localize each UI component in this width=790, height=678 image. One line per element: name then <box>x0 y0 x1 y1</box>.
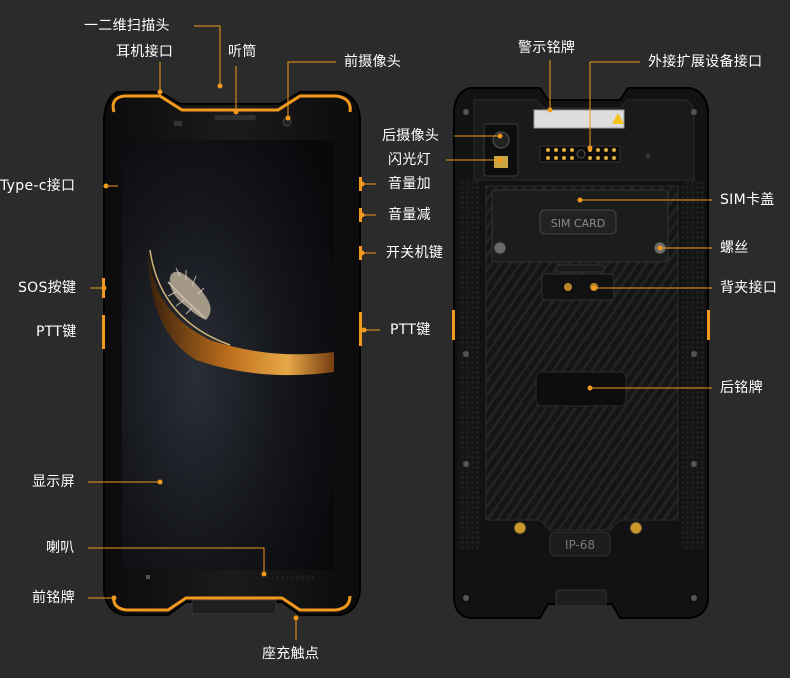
charging-pad <box>191 599 277 615</box>
label-back-clip-port: 背夹接口 <box>720 280 778 296</box>
rear-nameplate <box>535 371 627 407</box>
sim-card-mark: SIM CARD <box>551 217 606 230</box>
ptt-left-shape <box>102 315 105 349</box>
label-charging-contacts: 座充触点 <box>262 646 320 662</box>
label-volume-up: 音量加 <box>388 176 431 192</box>
label-speaker: 喇叭 <box>46 540 75 556</box>
label-rear-camera: 后摄像头 <box>382 128 440 144</box>
label-front-nameplate: 前铭牌 <box>32 590 75 606</box>
label-ptt-right: PTT键 <box>390 322 431 338</box>
label-typec: Type-c接口 <box>0 178 76 194</box>
ip-rating-mark: IP-68 <box>565 538 595 552</box>
label-receiver: 听筒 <box>228 44 257 60</box>
label-screw: 螺丝 <box>720 240 749 256</box>
label-flash: 闪光灯 <box>388 152 431 168</box>
label-front-camera: 前摄像头 <box>344 54 402 70</box>
earpiece-slot <box>214 115 256 120</box>
warning-plate <box>533 109 625 129</box>
label-rear-nameplate: 后铭牌 <box>720 380 763 396</box>
rear-camera-module <box>483 123 519 177</box>
label-volume-down: 音量减 <box>388 207 431 223</box>
label-scanner: 一二维扫描头 <box>84 18 170 34</box>
callout-lines <box>88 25 712 640</box>
label-ptt-left: PTT键 <box>36 324 77 340</box>
label-ext-port: 外接扩展设备接口 <box>648 54 763 70</box>
label-earphone: 耳机接口 <box>116 44 174 60</box>
feather-image <box>167 267 211 320</box>
speaker-grille <box>262 575 314 581</box>
ptt-right-shape <box>359 312 362 346</box>
back-clip-port <box>541 273 615 301</box>
label-sim-cover: SIM卡盖 <box>720 192 775 208</box>
label-warning-plate: 警示铭牌 <box>518 40 576 56</box>
label-power: 开关机键 <box>386 245 444 261</box>
label-sos: SOS按键 <box>18 280 77 296</box>
label-display: 显示屏 <box>32 474 75 490</box>
